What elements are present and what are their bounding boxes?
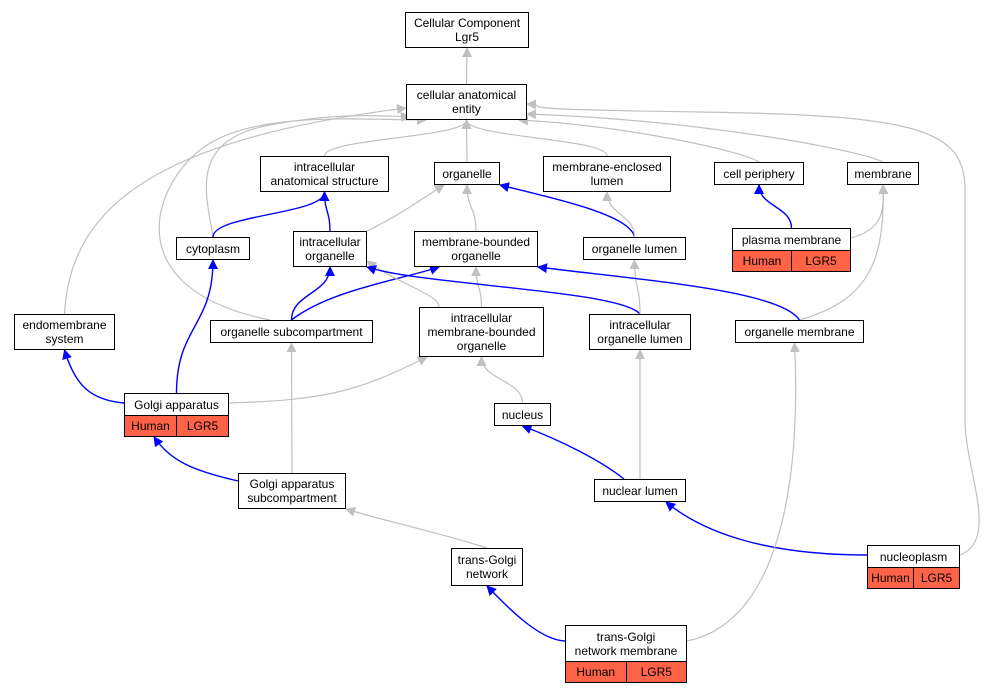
edge-is-a	[228, 356, 428, 404]
edge-is-a	[602, 191, 636, 238]
node-label: endomembrane system	[22, 318, 107, 346]
node-plasma-membrane[interactable]: plasma membrane Human LGR5	[732, 228, 851, 272]
node-cytoplasm[interactable]: cytoplasm	[176, 237, 250, 260]
node-label: nucleus	[501, 407, 544, 422]
node-organelle-lumen[interactable]: organelle lumen	[583, 237, 686, 260]
node-label: Golgi apparatus	[134, 397, 219, 412]
edge-part-of	[153, 436, 239, 482]
node-label: nucleoplasm	[879, 549, 948, 564]
node-label: intracellular anatomical structure	[270, 160, 379, 188]
edge-is-a	[63, 104, 407, 315]
node-trans-golgi-network[interactable]: trans-Golgi network	[451, 548, 523, 586]
species-tag: Human	[125, 416, 176, 436]
edge-is-a	[629, 259, 641, 315]
node-membrane[interactable]: membrane	[847, 162, 919, 185]
node-membrane-bounded-organelle[interactable]: membrane-bounded organelle	[414, 231, 538, 267]
edge-is-a	[461, 119, 472, 163]
edge-is-a	[476, 356, 524, 404]
edge-is-a	[471, 266, 483, 308]
edge-part-of	[754, 184, 793, 229]
node-organelle-membrane[interactable]: organelle membrane	[735, 320, 864, 343]
annotation-row: Human LGR5	[125, 415, 228, 436]
node-organelle-subcompartment[interactable]: organelle subcompartment	[210, 320, 373, 343]
edge-is-a	[158, 114, 427, 321]
edge-is-a	[323, 119, 472, 157]
edge-is-a	[205, 111, 411, 238]
annotation-row: Human LGR5	[566, 661, 686, 682]
edge-is-a	[850, 184, 889, 239]
node-golgi-apparatus[interactable]: Golgi apparatus Human LGR5	[124, 393, 229, 437]
node-golgi-apparatus-subcompartment[interactable]: Golgi apparatus subcompartment	[238, 473, 346, 509]
node-intracellular-organelle[interactable]: intracellular organelle	[293, 231, 367, 267]
edge-part-of	[319, 191, 331, 232]
annotation-row: Human LGR5	[733, 250, 850, 271]
edge-is-a	[526, 109, 884, 163]
edge-is-a	[286, 342, 297, 474]
node-cellular-anatomical-entity[interactable]: cellular anatomical entity	[406, 84, 527, 120]
node-nucleoplasm[interactable]: nucleoplasm Human LGR5	[867, 545, 960, 589]
edge-is-a	[345, 507, 488, 549]
edge-part-of	[175, 259, 218, 394]
node-intracellular-organelle-lumen[interactable]: intracellular organelle lumen	[589, 314, 691, 350]
node-trans-golgi-network-membrane[interactable]: trans-Golgi network membrane Human LGR5	[565, 625, 687, 683]
node-label: intracellular organelle lumen	[597, 318, 683, 346]
node-label: Golgi apparatus subcompartment	[247, 477, 337, 505]
gene-tag: LGR5	[791, 251, 850, 271]
node-label: intracellular organelle	[299, 235, 361, 263]
species-tag: Human	[733, 251, 791, 271]
node-label: membrane-enclosed lumen	[552, 160, 662, 188]
edge-is-a	[461, 47, 472, 85]
edge-is-a	[366, 184, 445, 232]
node-nuclear-lumen[interactable]: nuclear lumen	[594, 479, 686, 502]
node-label: organelle	[442, 166, 492, 181]
node-label: organelle subcompartment	[220, 324, 363, 339]
edge-part-of	[486, 585, 566, 642]
node-label: trans-Golgi network	[457, 553, 517, 581]
node-label: Cellular Component Lgr5	[413, 16, 521, 44]
edge-part-of	[62, 349, 125, 404]
node-label: cytoplasm	[185, 241, 241, 256]
node-organelle[interactable]: organelle	[434, 162, 500, 185]
edge-part-of	[521, 424, 625, 480]
node-label: membrane	[854, 166, 912, 181]
species-tag: Human	[566, 662, 626, 682]
node-label: cellular anatomical entity	[416, 88, 517, 116]
node-label: organelle lumen	[591, 241, 678, 256]
node-label: plasma membrane	[741, 232, 842, 247]
node-label: nuclear lumen	[602, 483, 678, 498]
node-cellular-component-lgr5[interactable]: Cellular Component Lgr5	[405, 12, 529, 48]
node-cell-periphery[interactable]: cell periphery	[714, 162, 804, 185]
edge-is-a	[686, 342, 800, 642]
edge-is-a	[462, 184, 477, 232]
node-membrane-enclosed-lumen[interactable]: membrane-enclosed lumen	[543, 156, 671, 192]
edge-is-a	[799, 184, 889, 321]
node-label: membrane-bounded organelle	[421, 235, 531, 263]
annotation-row: Human LGR5	[868, 567, 959, 588]
node-nucleus[interactable]: nucleus	[494, 403, 551, 426]
gene-tag: LGR5	[176, 416, 228, 436]
edge-part-of	[665, 501, 868, 556]
edge-is-a	[461, 119, 608, 157]
node-label: trans-Golgi network membrane	[574, 629, 678, 658]
node-label: cell periphery	[723, 166, 795, 181]
node-label: intracellular membrane-bounded organelle	[427, 311, 536, 353]
gene-tag: LGR5	[625, 662, 686, 682]
edge-is-a	[526, 99, 980, 556]
node-intracellular-anatomical-structure[interactable]: intracellular anatomical structure	[260, 156, 389, 192]
node-label: organelle membrane	[744, 324, 855, 339]
species-tag: Human	[868, 568, 913, 588]
gene-tag: LGR5	[913, 568, 959, 588]
edge-part-of	[290, 266, 335, 321]
edge-part-of	[499, 182, 636, 238]
node-intracellular-membrane-bounded-organelle[interactable]: intracellular membrane-bounded organelle	[419, 307, 544, 357]
edge-part-of	[366, 265, 641, 315]
edge-part-of	[537, 263, 801, 321]
node-endomembrane-system[interactable]: endomembrane system	[14, 314, 115, 350]
edge-part-of	[291, 265, 440, 321]
edge-is-a	[518, 115, 760, 163]
